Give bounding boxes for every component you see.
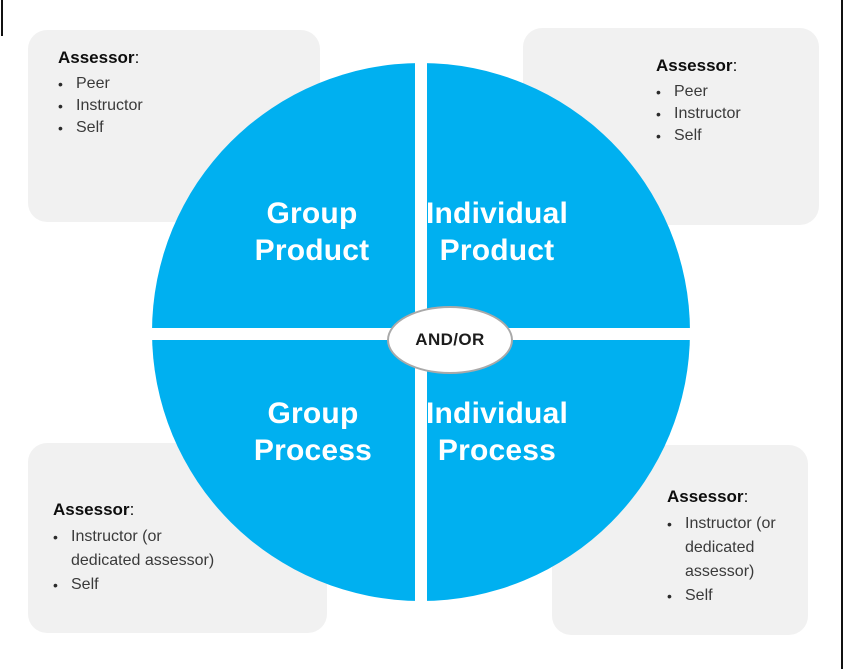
quadrant-label-individual-product: Individual Product	[425, 197, 569, 267]
assessor-heading-colon: :	[129, 500, 135, 519]
bullet-icon: •	[53, 529, 58, 545]
frame-line-right	[841, 0, 843, 669]
list-item-label: Instructor	[674, 105, 741, 122]
list-item-label: Instructor	[76, 97, 143, 114]
bullet-icon: •	[58, 98, 63, 114]
bullet-icon: •	[58, 120, 63, 136]
assessor-heading-text: Assessor	[58, 48, 135, 67]
assessor-heading-colon: :	[134, 48, 140, 67]
list-item-label: Self	[674, 127, 702, 144]
frame-line-top-left	[1, 0, 3, 36]
assessor-heading-colon: :	[743, 487, 749, 506]
assessor-list: • Peer • Instructor • Self	[58, 73, 302, 139]
list-item: • Self	[667, 584, 798, 608]
assessor-heading: Assessor:	[667, 486, 798, 508]
assessor-heading: Assessor:	[58, 47, 302, 69]
bullet-icon: •	[656, 106, 661, 122]
bullet-icon: •	[58, 76, 63, 92]
bullet-icon: •	[667, 588, 672, 604]
list-item-label: Self	[685, 587, 713, 604]
quadrant-label-individual-process: Individual Process	[425, 397, 569, 467]
bullet-icon: •	[656, 128, 661, 144]
bullet-icon: •	[656, 84, 661, 100]
list-item: • Instructor	[656, 103, 801, 125]
assessor-heading: Assessor:	[53, 499, 309, 521]
list-item: • Peer	[58, 73, 302, 95]
list-item: • Self	[58, 117, 302, 139]
list-item-label: Peer	[674, 83, 708, 100]
list-item-label: Self	[76, 119, 104, 136]
bullet-icon: •	[667, 516, 672, 532]
and-or-ellipse: AND/OR	[387, 306, 513, 374]
quadrant-label-group-process: Group Process	[253, 397, 373, 467]
list-item: • Peer	[656, 81, 801, 103]
list-item: • Instructor (or dedicated assessor)	[667, 512, 798, 584]
list-item-label: Instructor (or dedicated assessor)	[685, 515, 776, 580]
list-item: • Self	[656, 125, 801, 147]
assessor-list: • Instructor (or dedicated assessor) • Sel…	[667, 512, 798, 608]
list-item: • Instructor (or dedicated assessor)	[53, 525, 309, 573]
list-item-label: Peer	[76, 75, 110, 92]
assessor-list: • Peer • Instructor • Self	[656, 81, 801, 147]
quadrant-label-group-product: Group Product	[254, 197, 370, 267]
assessor-heading-colon: :	[732, 56, 738, 75]
assessor-heading-text: Assessor	[656, 56, 733, 75]
list-item-label: Instructor (or dedicated assessor)	[71, 528, 215, 569]
list-item: • Instructor	[58, 95, 302, 117]
bullet-icon: •	[53, 577, 58, 593]
assessor-heading-text: Assessor	[53, 500, 130, 519]
assessor-list: • Instructor (or dedicated assessor) • Sel…	[53, 525, 309, 597]
and-or-label: AND/OR	[415, 330, 485, 349]
assessor-heading: Assessor:	[656, 55, 801, 77]
list-item-label: Self	[71, 576, 99, 593]
assessor-heading-text: Assessor	[667, 487, 744, 506]
list-item: • Self	[53, 573, 309, 597]
